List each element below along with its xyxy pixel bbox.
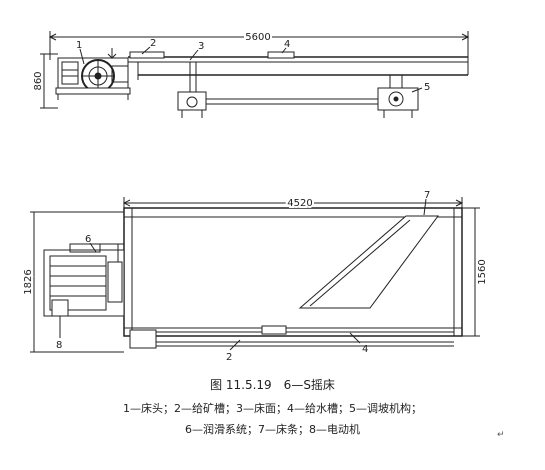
leader-4: [281, 47, 287, 54]
height-dim-text: 860: [33, 71, 44, 90]
leader-6: [89, 242, 97, 253]
riffle-zone: [298, 215, 439, 309]
top-view-labels: 5600 860 1 2 3 4 5: [33, 30, 430, 93]
figure-title: 图 11.5.19 6—S摇床: [210, 378, 335, 392]
motor: [51, 299, 69, 330]
leader-2b: [229, 339, 241, 351]
deck-plan: [123, 207, 463, 349]
height-dimension-line: [40, 53, 58, 109]
plan-width-dimension-line: [462, 207, 480, 337]
callout-3: 3: [198, 41, 204, 52]
leader-4b: [349, 332, 361, 344]
leader-3: [189, 49, 199, 61]
legend-line-2: 6—润滑系统；7—床条；8—电动机: [185, 423, 360, 436]
leader-7: [423, 198, 427, 216]
callout-4: 4: [284, 39, 290, 50]
plan-view: [30, 197, 480, 353]
callout-2: 2: [150, 38, 156, 49]
water-launder: [267, 51, 295, 59]
plan-overall-dim-text: 1826: [23, 269, 34, 294]
left-support: [177, 62, 207, 118]
riffle-inner-line: [309, 219, 411, 307]
feed-launder: [129, 51, 165, 59]
head-motion: [55, 48, 131, 100]
paragraph-return-mark: ↵: [497, 430, 505, 440]
leader-5: [411, 87, 423, 93]
callout-5: 5: [424, 82, 430, 93]
plan-width-dim-text: 1560: [477, 259, 488, 284]
callout-8: 8: [56, 340, 62, 351]
deck-side: [128, 56, 469, 80]
plan-length-dim-text: 4520: [287, 198, 312, 209]
plan-overall-dimension-line: [30, 211, 124, 353]
tie-rod: [206, 98, 380, 105]
side-elevation-view: [40, 31, 470, 118]
leader-2: [141, 46, 151, 55]
plan-view-labels: 4520 1560 1826 6 7 2 4 8: [21, 190, 488, 363]
callout-1: 1: [76, 40, 82, 51]
length-dimension-line: [48, 31, 470, 60]
callout-2-plan: 2: [226, 352, 232, 363]
callout-7: 7: [424, 190, 430, 201]
length-dim-text: 5600: [245, 32, 270, 43]
callout-4-plan: 4: [362, 344, 368, 355]
callout-6: 6: [85, 234, 91, 245]
leader-1: [79, 48, 85, 65]
slope-adjuster: [377, 75, 419, 118]
legend-line-1: 1—床头；2—给矿槽；3—床面；4—给水槽；5—调坡机构；: [123, 402, 422, 415]
